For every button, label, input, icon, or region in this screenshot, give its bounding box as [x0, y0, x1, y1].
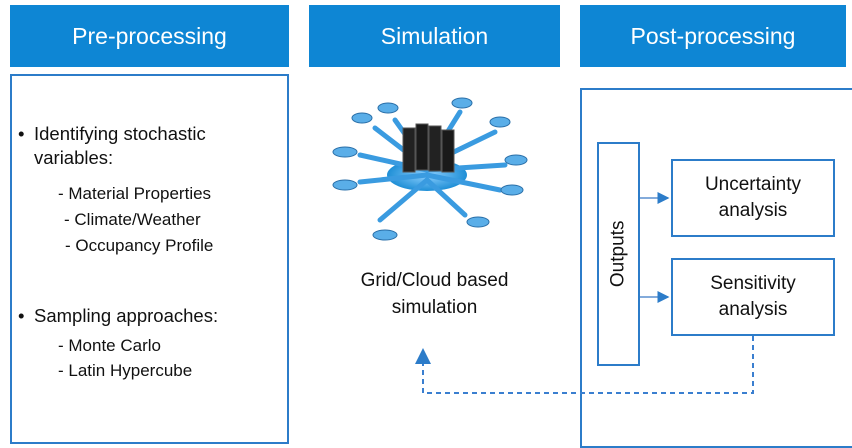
uncertainty-analysis-box: Uncertainty analysis [671, 159, 835, 237]
var-material-properties: - Material Properties [58, 184, 212, 203]
bullet-sampling-approaches: Sampling approaches: [18, 304, 218, 328]
var-climate-weather: - Climate/Weather [64, 210, 201, 229]
simulation-label-line2: simulation [391, 296, 478, 318]
uncertainty-line1: Uncertainty [704, 174, 802, 196]
bullet-stochastic-variables: Identifying stochastic [18, 122, 206, 146]
samp-monte-carlo: - Monte Carlo [58, 336, 161, 355]
bullet-stochastic-line2: variables: [34, 147, 114, 168]
outputs-box: Outputs [597, 142, 640, 366]
bullet-stochastic-line1: Identifying stochastic [34, 123, 206, 144]
simulation-label-line1: Grid/Cloud based [360, 270, 509, 291]
diagram-graphics [332, 97, 754, 394]
sensitivity-line2: analysis [718, 299, 788, 320]
samp-latin-hypercube: - Latin Hypercube [58, 361, 193, 380]
feedback-dashed-arrow [415, 336, 754, 394]
server-rack-icon [402, 123, 455, 173]
grid-cloud-network-icon [332, 97, 528, 241]
outputs-label: Outputs [607, 220, 629, 288]
header-pre-label: Pre-processing [72, 22, 227, 49]
sensitivity-line1: Sensitivity [710, 273, 796, 295]
header-post-processing: Post-processing [580, 5, 846, 67]
uncertainty-line2: analysis [718, 200, 788, 221]
sensitivity-analysis-box: Sensitivity analysis [671, 258, 835, 336]
var-occupancy-profile: - Occupancy Profile [65, 236, 214, 255]
bullet-sampling-label: Sampling approaches: [34, 305, 219, 326]
simulation-label: Grid/Cloud based simulation [309, 268, 560, 321]
header-simulation: Simulation [309, 5, 560, 67]
output-arrows [640, 192, 670, 303]
header-post-label: Post-processing [630, 22, 796, 49]
header-pre-processing: Pre-processing [10, 5, 289, 67]
header-sim-label: Simulation [380, 22, 489, 49]
